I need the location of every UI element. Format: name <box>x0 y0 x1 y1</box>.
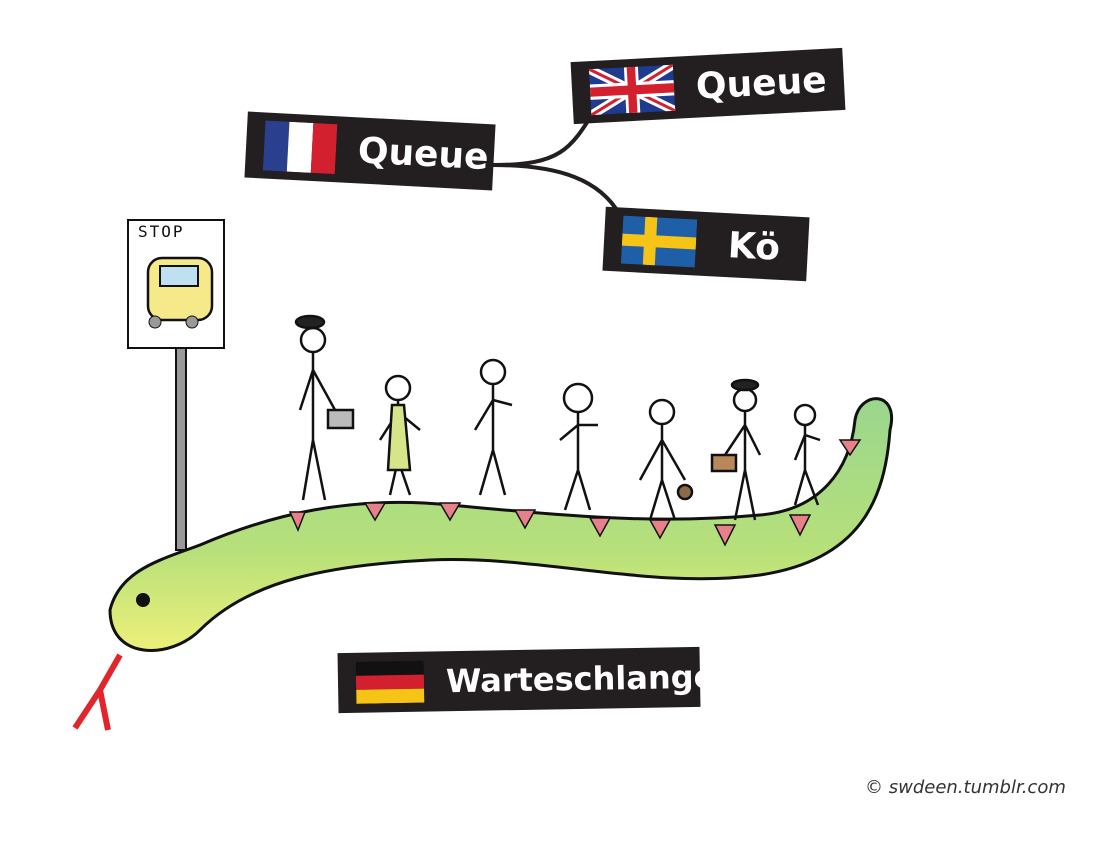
person <box>559 382 598 511</box>
sweden-flag-icon <box>620 215 698 268</box>
germany-flag-icon <box>355 660 425 704</box>
snake-tongue <box>72 653 123 731</box>
label-swedish: Kö <box>602 206 810 282</box>
label-french-text: Queue <box>356 129 490 178</box>
person <box>793 403 821 506</box>
label-swedish-text: Kö <box>726 224 781 269</box>
label-english-text: Queue <box>694 59 828 108</box>
person <box>294 314 355 501</box>
person <box>710 378 762 521</box>
stop-sign-text: STOP <box>138 222 185 241</box>
copyright-credit: © swdeen.tumblr.com <box>865 777 1066 798</box>
uk-flag-icon <box>588 64 676 116</box>
label-german-text: Warteschlange <box>445 657 716 701</box>
snake <box>72 397 894 731</box>
bus-stop-sign <box>127 219 225 551</box>
france-flag-icon <box>262 120 338 175</box>
connector-lines <box>492 108 622 216</box>
snake-spikes <box>288 439 862 547</box>
label-german: Warteschlange <box>337 646 716 714</box>
person <box>473 358 513 496</box>
label-english: Queue <box>570 47 846 125</box>
person <box>378 374 421 496</box>
queue-people <box>294 314 821 521</box>
person <box>638 398 694 521</box>
snake-eye <box>136 593 150 607</box>
label-french: Queue <box>244 111 496 191</box>
